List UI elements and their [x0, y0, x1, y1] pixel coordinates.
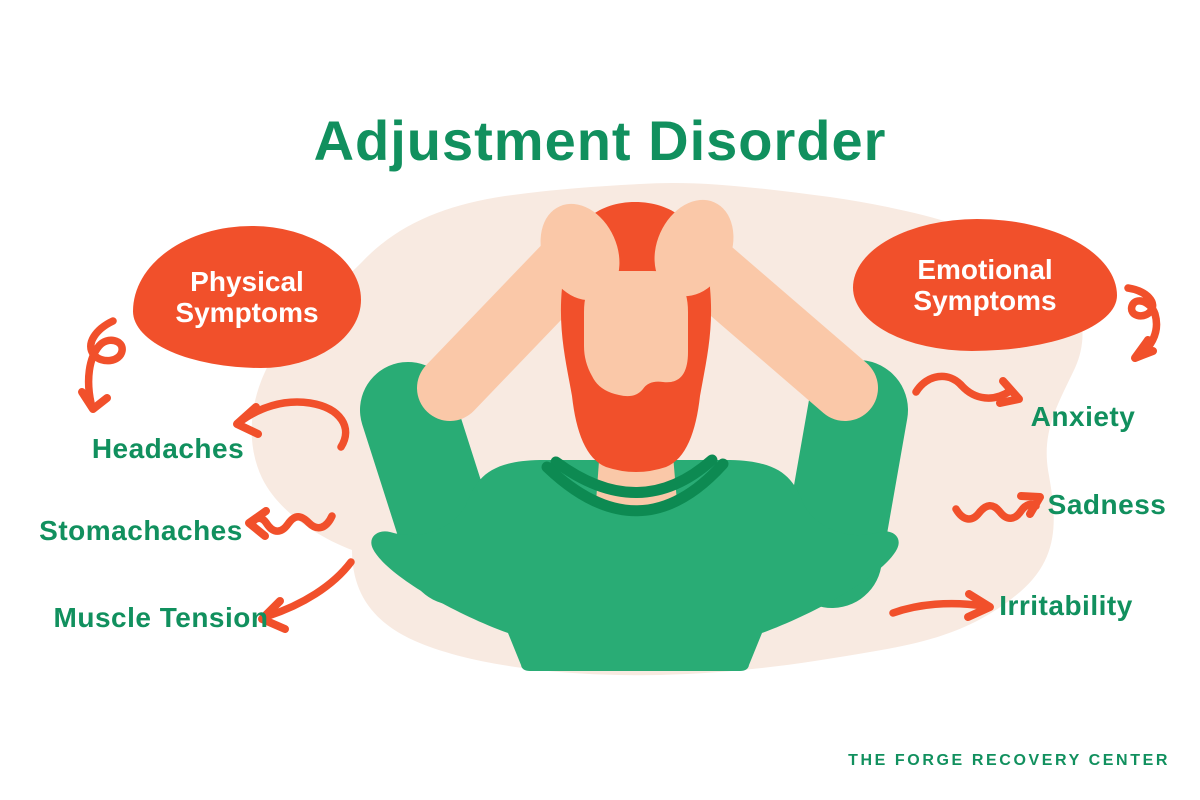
symptom-label-sadness: Sadness [1047, 489, 1167, 520]
irritability-arrow [889, 590, 994, 621]
emotional-symptoms-bubble: Emotional Symptoms [853, 219, 1117, 351]
sadness-arrow [952, 492, 1044, 523]
page-title: Adjustment Disorder [313, 109, 887, 172]
figure-torso [371, 460, 899, 671]
emotional-bubble-curl-arrow [1124, 284, 1161, 362]
figure-right-forearm [667, 230, 878, 421]
muscle-tension-arrow [258, 558, 355, 633]
emotional-bubble-line1: Emotional [917, 254, 1053, 285]
anxiety-arrow [912, 372, 1023, 407]
figure-right-hand [654, 199, 734, 297]
stomachaches-arrow [245, 507, 336, 540]
symptom-label-stomachaches: Stomachaches [39, 515, 243, 546]
physical-bubble-curl-arrow [78, 317, 126, 413]
symptom-label-anxiety: Anxiety [1030, 401, 1136, 432]
annotation-arrows [78, 284, 1161, 633]
figure-collar-inner-stripe [550, 454, 718, 498]
figure-collar-outer-stripe [541, 458, 729, 517]
brand-footer: THE FORGE RECOVERY CENTER [848, 752, 1170, 769]
emotional-bubble-line2: Symptoms [913, 285, 1057, 316]
stressed-man-figure [360, 199, 908, 671]
physical-bubble-line1: Physical [190, 266, 304, 297]
figure-left-forearm [417, 230, 603, 421]
figure-face [584, 271, 688, 397]
physical-symptoms-bubble: Physical Symptoms [133, 226, 361, 368]
figure-left-hand [540, 203, 620, 301]
symptom-label-muscle-tension: Muscle Tension [53, 602, 269, 633]
headaches-arrow [233, 398, 350, 451]
symptom-label-irritability: Irritability [999, 590, 1133, 621]
symptom-label-headaches: Headaches [91, 433, 245, 464]
physical-bubble-line2: Symptoms [175, 297, 319, 328]
